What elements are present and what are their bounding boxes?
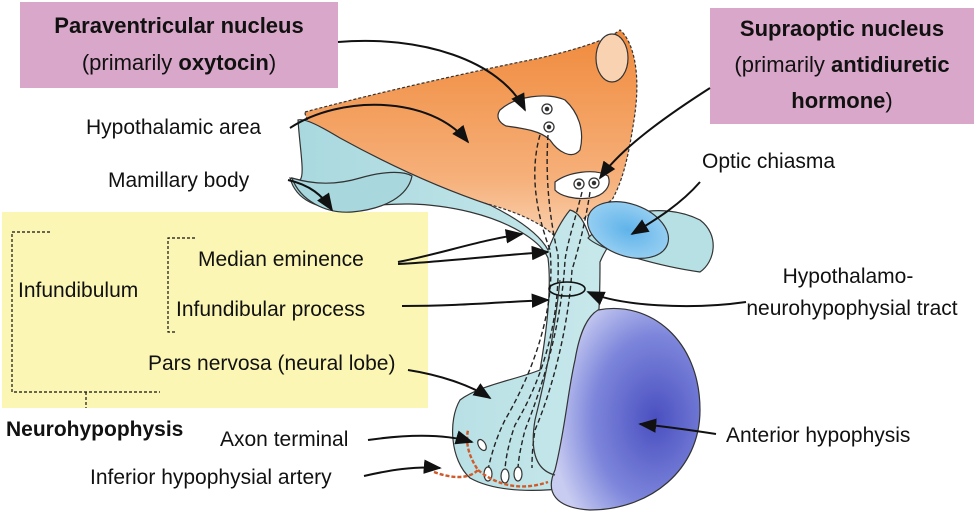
axon-tracts — [487, 134, 591, 473]
brackets — [11, 231, 195, 408]
paraventricular-subtitle: (primarily oxytocin) — [82, 50, 276, 75]
supraoptic-label-box — [710, 8, 974, 124]
leader-arrows — [287, 39, 747, 477]
label-infundibulum: Infundibulum — [18, 279, 138, 302]
label-hypothalamic-area: Hypothalamic area — [86, 116, 261, 139]
anterior-hypophysis — [550, 308, 701, 511]
paraventricular-label-box — [20, 2, 338, 88]
label-axon-terminal: Axon terminal — [220, 428, 348, 451]
nucleus-blob-top — [595, 33, 629, 83]
label-optic-chiasma: Optic chiasma — [702, 150, 835, 173]
neuron-cells — [541, 103, 600, 190]
label-mamillary-body: Mamillary body — [108, 169, 250, 192]
optic-chiasma — [586, 201, 670, 259]
infundibular-ring — [548, 281, 586, 297]
label-anterior-hypophysis: Anterior hypophysis — [726, 424, 910, 447]
label-median-eminence: Median eminence — [198, 248, 364, 271]
supraoptic-subtitle-1: (primarily antidiuretic — [734, 52, 949, 77]
label-inferior-artery: Inferior hypophysial artery — [90, 466, 332, 489]
neurohypophysis-highlight — [2, 212, 428, 408]
inferior-hypophysial-artery — [433, 429, 549, 488]
supraoptic-subtitle-2: hormone) — [791, 88, 892, 113]
paraventricular-title: Paraventricular nucleus — [54, 13, 303, 38]
lobe-boundary — [532, 279, 561, 476]
label-neurohypophysis: Neurohypophysis — [6, 418, 183, 441]
label-infundibular-process: Infundibular process — [176, 298, 365, 321]
supraoptic-title: Supraoptic nucleus — [740, 16, 944, 41]
axon-terminals — [477, 438, 523, 484]
label-tract-2: neurohypophysial tract — [746, 297, 957, 320]
label-pars-nervosa: Pars nervosa (neural lobe) — [148, 352, 395, 375]
label-tract-1: Hypothalamo- — [783, 265, 914, 288]
